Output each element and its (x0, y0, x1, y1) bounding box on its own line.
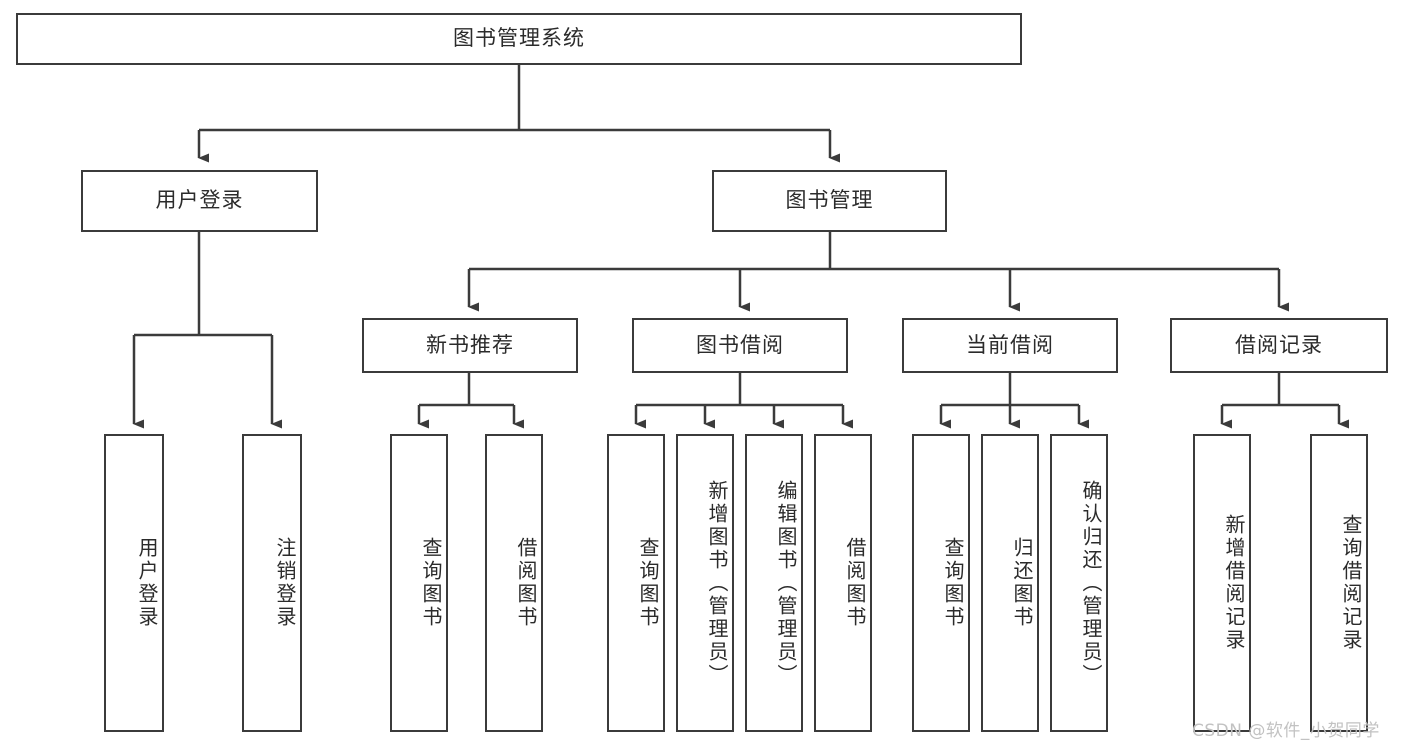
node-label: 查询图书 (941, 537, 965, 629)
node-book-management[interactable]: 图书管理 (712, 170, 947, 232)
csdn-watermark: CSDN @软件_小贺同学 (1192, 721, 1380, 741)
node-label: 查询图书 (636, 537, 660, 629)
node-label: 确认归还（管理员） (1079, 479, 1103, 687)
node-label: 用户登录 (155, 188, 244, 213)
leaf-current-confirm-return-admin[interactable]: 确认归还（管理员） (1050, 434, 1108, 732)
leaf-borrow-add-book-admin[interactable]: 新增图书（管理员） (676, 434, 734, 732)
node-label: 用户登录 (135, 537, 159, 629)
node-label: 新书推荐 (426, 332, 514, 357)
leaf-record-add-record[interactable]: 新增借阅记录 (1193, 434, 1251, 732)
leaf-borrow-borrow-book[interactable]: 借阅图书 (814, 434, 872, 732)
leaf-user-login-logout[interactable]: 注销登录 (242, 434, 302, 732)
node-label: 图书管理 (785, 188, 874, 213)
node-label: 归还图书 (1010, 537, 1034, 629)
leaf-borrow-query-book[interactable]: 查询图书 (607, 434, 665, 732)
node-label: 图书管理系统 (453, 26, 585, 51)
node-label: 注销登录 (273, 537, 297, 629)
node-label: 当前借阅 (966, 332, 1054, 357)
node-label: 查询图书 (419, 537, 443, 629)
node-label: 新增借阅记录 (1222, 514, 1246, 652)
node-book-borrow[interactable]: 图书借阅 (632, 318, 848, 373)
leaf-record-query-record[interactable]: 查询借阅记录 (1310, 434, 1368, 732)
node-current-borrow[interactable]: 当前借阅 (902, 318, 1118, 373)
node-label: 借阅图书 (843, 537, 867, 629)
node-label: 新增图书（管理员） (705, 479, 729, 687)
leaf-user-login-login[interactable]: 用户登录 (104, 434, 164, 732)
node-new-book-recommend[interactable]: 新书推荐 (362, 318, 578, 373)
leaf-current-query-book[interactable]: 查询图书 (912, 434, 970, 732)
node-borrow-record[interactable]: 借阅记录 (1170, 318, 1388, 373)
leaf-newbook-borrow-book[interactable]: 借阅图书 (485, 434, 543, 732)
node-root-system[interactable]: 图书管理系统 (16, 13, 1022, 65)
node-user-login[interactable]: 用户登录 (81, 170, 318, 232)
node-label: 编辑图书（管理员） (774, 479, 798, 687)
node-label: 查询借阅记录 (1339, 514, 1363, 652)
node-label: 借阅记录 (1235, 332, 1323, 357)
leaf-borrow-edit-book-admin[interactable]: 编辑图书（管理员） (745, 434, 803, 732)
node-label: 借阅图书 (514, 537, 538, 629)
leaf-current-return-book[interactable]: 归还图书 (981, 434, 1039, 732)
node-label: 图书借阅 (696, 332, 784, 357)
leaf-newbook-query-book[interactable]: 查询图书 (390, 434, 448, 732)
